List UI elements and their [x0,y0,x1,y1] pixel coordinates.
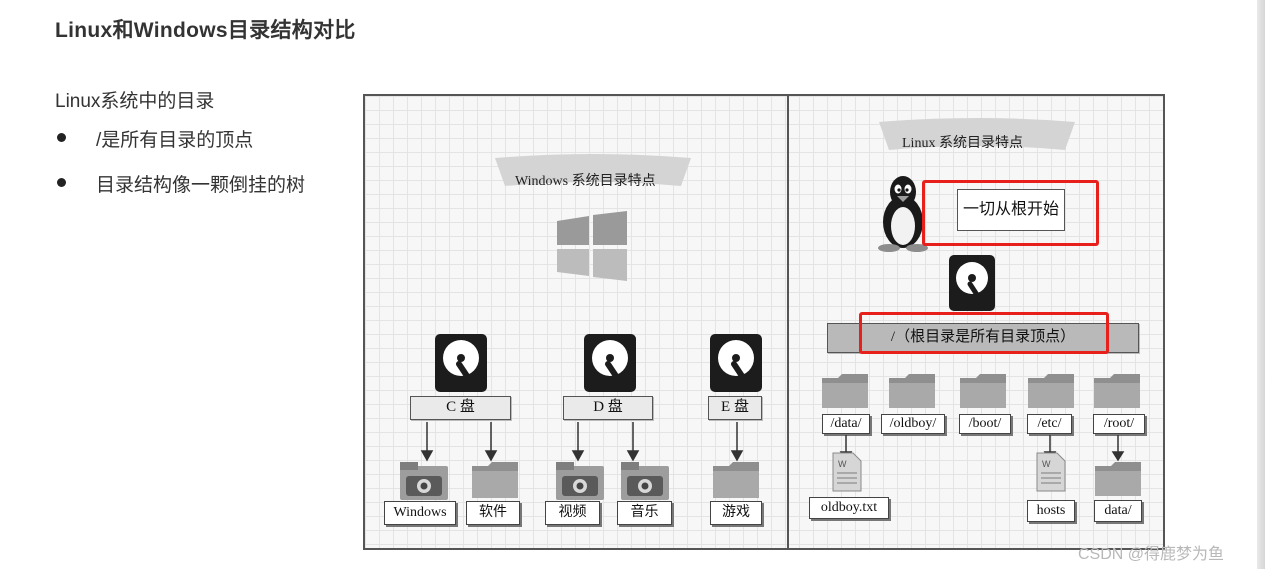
file-oldboy-txt: oldboy.txt [809,497,889,519]
directory-comparison-figure: Windows 系统目录特点 C 盘 D 盘 E 盘 [363,94,1165,550]
windows-panel: Windows 系统目录特点 C 盘 D 盘 E 盘 [365,96,787,548]
folder-icon [822,374,868,408]
folder-icon [713,462,759,498]
leaf-games: 游戏 [710,501,762,525]
folder-icon [1095,462,1141,496]
watermark: CSDN @得鹿梦为鱼 [1078,546,1225,563]
camera-folder-icon [621,462,669,500]
leaf-music: 音乐 [617,501,672,525]
linux-banner-shape [879,118,1075,150]
windows-banner-label: Windows 系统目录特点 [515,174,656,189]
root-highlight [859,312,1109,354]
folder-icon [960,374,1006,408]
folder-icon [472,462,518,498]
leaf-video: 视频 [545,501,600,525]
callout-highlight [922,180,1099,246]
windows-arrows [420,422,744,462]
hard-disk-icon [710,334,762,392]
dir-root-data: data/ [1094,500,1142,522]
bullet-list: /是所有目录的顶点 目录结构像一颗倒挂的树 [55,125,305,215]
windows-logo-icon [557,211,627,281]
bullet-dot-icon [57,133,66,142]
drive-c-box: C 盘 [410,396,511,420]
section-subtitle: Linux系统中的目录 [55,91,215,112]
hard-disk-icon [584,334,636,392]
panel-divider [787,96,789,548]
file-hosts: hosts [1027,500,1075,522]
root-directory-box: /（根目录是所有目录顶点） [827,323,1139,353]
leaf-software: 软件 [466,501,520,525]
drive-e-box: E 盘 [708,396,762,420]
bullet-item: 目录结构像一颗倒挂的树 [55,170,305,215]
bullet-text: /是所有目录的顶点 [96,130,254,151]
callout-box: 一切从根开始 [957,189,1065,231]
drive-d-box: D 盘 [563,396,653,420]
camera-folder-icon [400,462,448,500]
folder-icon [1028,374,1074,408]
svg-text:W: W [838,459,847,469]
dir-data: /data/ [822,414,870,434]
svg-text:W: W [1042,459,1051,469]
tux-penguin-icon [878,176,928,252]
bullet-item: /是所有目录的顶点 [55,125,305,170]
dir-etc: /etc/ [1027,414,1072,434]
hard-disk-icon [949,255,995,311]
dir-oldboy: /oldboy/ [881,414,945,434]
dir-boot: /boot/ [959,414,1011,434]
linux-panel: Linux 系统目录特点 一切从根开始 /（根目录是所有目录顶点） /data/… [789,96,1165,548]
dir-root: /root/ [1093,414,1145,434]
page-title: Linux和Windows目录结构对比 [55,19,356,42]
document-icon: W [1036,452,1066,492]
linux-banner-label: Linux 系统目录特点 [902,136,1023,151]
bullet-text: 目录结构像一颗倒挂的树 [96,175,306,196]
leaf-windows: Windows [384,501,456,525]
hard-disk-icon [435,334,487,392]
document-icon: W [832,452,862,492]
folder-icon [1094,374,1140,408]
windows-banner-shape [495,154,691,186]
slide-edge [1257,0,1265,569]
bullet-dot-icon [57,178,66,187]
folder-icon [889,374,935,408]
camera-folder-icon [556,462,604,500]
